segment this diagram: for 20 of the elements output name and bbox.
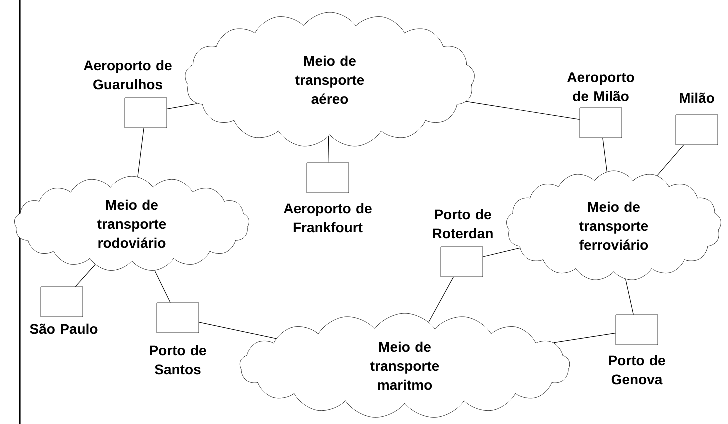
connector-line	[602, 138, 608, 172]
connector-line	[657, 144, 684, 176]
place-label: Porto de Santos	[150, 345, 206, 375]
connector-line	[198, 322, 277, 340]
connector-line	[428, 276, 454, 322]
connector-line	[75, 264, 96, 288]
connector-line	[466, 101, 580, 120]
connector-line	[166, 103, 198, 110]
place-label: Aeroporto de Milão	[568, 72, 634, 102]
connector-line	[553, 332, 616, 344]
connector-line	[154, 270, 171, 304]
connector-line	[482, 248, 520, 258]
connector-line	[138, 128, 144, 178]
place-label: Milão	[680, 92, 714, 104]
place-label: Porto de Genova	[609, 355, 666, 385]
place-label: Aeroporto de Frankfourt	[284, 203, 372, 233]
place-label: Aeroporto de Guarulhos	[84, 60, 172, 90]
place-label: São Paulo	[30, 324, 98, 334]
place-label: Porto de Roterdan	[433, 209, 493, 239]
connector-line	[626, 279, 634, 316]
